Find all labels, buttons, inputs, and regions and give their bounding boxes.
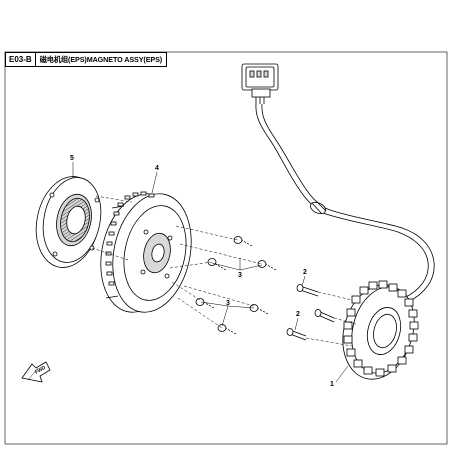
callout-3-upper: 3	[238, 272, 242, 279]
stator-bolts	[286, 284, 335, 341]
stator	[342, 280, 419, 380]
diagram-title: 磁电机组(EPS)MAGNETO ASSY(EPS)	[34, 52, 168, 67]
diagram-header: E03-B 磁电机组(EPS)MAGNETO ASSY(EPS)	[5, 52, 168, 67]
one-way-clutch	[35, 176, 102, 268]
callout-leaders	[72, 162, 349, 383]
screws-lower	[195, 298, 269, 335]
wire-harness	[255, 103, 435, 303]
callout-3-lower: 3	[226, 300, 230, 307]
callout-2-upper: 2	[303, 269, 307, 276]
callout-4: 4	[155, 165, 159, 172]
callout-1: 1	[330, 381, 334, 388]
flywheel-rotor	[100, 191, 192, 313]
harness-connector	[241, 63, 279, 104]
screws-upper	[207, 236, 277, 271]
callout-5: 5	[70, 155, 74, 162]
drawing-frame	[4, 51, 448, 445]
fwd-arrow-icon	[21, 361, 51, 383]
fwd-label: FWD	[34, 365, 47, 376]
callout-2-lower: 2	[296, 311, 300, 318]
assembly-guide-lines	[91, 195, 357, 347]
diagram-code: E03-B	[5, 52, 35, 67]
